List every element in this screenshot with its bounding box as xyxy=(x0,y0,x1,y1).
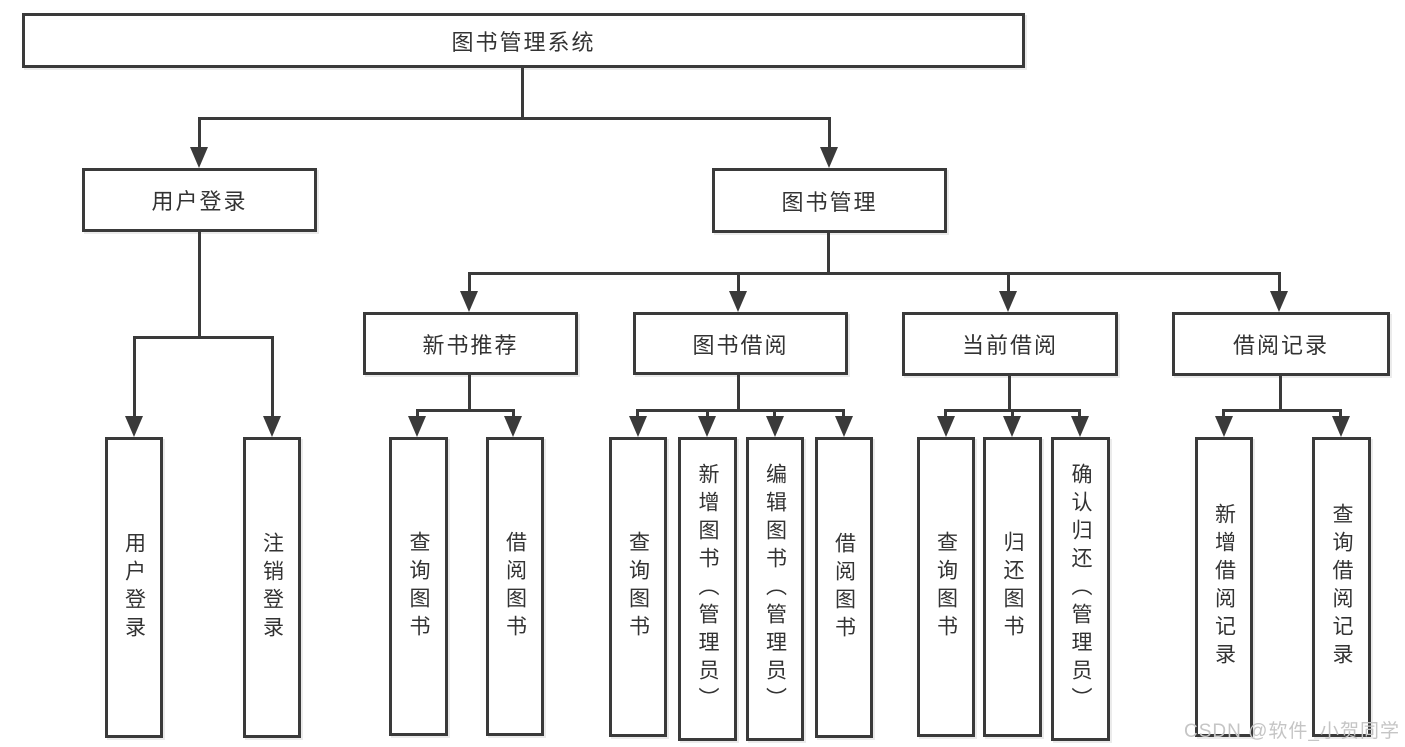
connector-line xyxy=(827,233,830,272)
connector-line xyxy=(416,409,419,418)
connector-line xyxy=(1222,409,1225,418)
connector-line xyxy=(737,272,740,293)
leaf-label: 查询图书 xyxy=(407,530,430,643)
leaf-borrowing-query-books: 查询图书 xyxy=(609,437,667,737)
leaf-logout: 注销登录 xyxy=(243,437,301,738)
leaf-borrowing-edit-books-admin: 编辑图书（管理员） xyxy=(746,437,804,741)
leaf-user-login: 用户登录 xyxy=(105,437,163,738)
arrow-down-icon xyxy=(698,416,716,437)
leaf-label: 用户登录 xyxy=(122,531,146,644)
leaf-label: 归还图书 xyxy=(1001,531,1024,643)
connector-line xyxy=(1078,409,1081,418)
connector-line xyxy=(1279,376,1282,409)
connector-line xyxy=(636,409,639,418)
connector-line xyxy=(133,336,136,418)
leaf-label: 注销登录 xyxy=(260,531,284,644)
arrow-down-icon xyxy=(835,416,853,437)
arrow-down-icon xyxy=(629,416,647,437)
leaf-label: 确认归还（管理员） xyxy=(1069,463,1092,715)
connector-line xyxy=(1007,272,1010,293)
arrow-down-icon xyxy=(1215,416,1233,437)
node-label: 图书借阅 xyxy=(692,332,789,358)
leaf-label: 新增图书（管理员） xyxy=(696,463,719,715)
connector-line xyxy=(1222,409,1342,412)
connector-line xyxy=(416,409,515,412)
connector-line xyxy=(828,117,831,149)
connector-line xyxy=(521,68,524,117)
connector-line xyxy=(198,117,831,120)
connector-line xyxy=(1008,376,1011,409)
node-label: 用户登录 xyxy=(151,189,248,214)
connector-line xyxy=(1339,409,1342,418)
connector-line xyxy=(636,409,845,412)
node-borrow-records: 借阅记录 xyxy=(1172,312,1390,376)
arrow-down-icon xyxy=(460,291,478,312)
arrow-down-icon xyxy=(766,416,784,437)
leaf-label: 查询借阅记录 xyxy=(1330,503,1353,671)
arrow-down-icon xyxy=(820,147,838,168)
arrow-down-icon xyxy=(263,416,281,437)
node-label: 图书管理 xyxy=(781,189,878,215)
arrow-down-icon xyxy=(729,291,747,312)
leaf-current-confirm-return-admin: 确认归还（管理员） xyxy=(1051,437,1110,741)
connector-line xyxy=(1011,409,1014,418)
arrow-down-icon xyxy=(1071,416,1089,437)
arrow-down-icon xyxy=(1332,416,1350,437)
arrow-down-icon xyxy=(1270,291,1288,312)
connector-line xyxy=(706,409,709,418)
leaf-records-add-record: 新增借阅记录 xyxy=(1195,437,1253,737)
node-book-borrowing: 图书借阅 xyxy=(633,312,848,375)
leaf-label: 借阅图书 xyxy=(503,530,527,643)
arrow-down-icon xyxy=(125,416,143,437)
connector-line xyxy=(944,409,947,418)
arrow-down-icon xyxy=(1003,416,1021,437)
node-book-management: 图书管理 xyxy=(712,168,947,233)
arrow-down-icon xyxy=(408,416,426,437)
node-user-login: 用户登录 xyxy=(82,168,317,232)
node-library-management-system: 图书管理系统 xyxy=(22,13,1025,68)
leaf-current-return-books: 归还图书 xyxy=(983,437,1042,737)
node-label: 当前借阅 xyxy=(961,333,1058,358)
leaf-label: 查询图书 xyxy=(934,531,958,643)
leaf-label: 借阅图书 xyxy=(832,531,856,644)
leaf-label: 查询图书 xyxy=(626,531,650,643)
leaf-records-query-record: 查询借阅记录 xyxy=(1312,437,1371,737)
leaf-label: 编辑图书（管理员） xyxy=(763,463,787,715)
connector-line xyxy=(773,409,776,418)
node-label: 图书管理系统 xyxy=(451,29,596,55)
node-label: 新书推荐 xyxy=(422,332,519,358)
node-label: 借阅记录 xyxy=(1232,333,1329,358)
connector-line xyxy=(198,117,201,149)
leaf-recommend-query-books: 查询图书 xyxy=(389,437,448,736)
connector-line xyxy=(1278,272,1281,293)
connector-line xyxy=(512,409,515,418)
connector-line xyxy=(198,232,201,336)
leaf-recommend-borrow-books: 借阅图书 xyxy=(486,437,544,736)
csdn-watermark: CSDN @软件_小贺同学 xyxy=(1184,721,1400,742)
connector-line xyxy=(468,272,471,293)
arrow-down-icon xyxy=(999,291,1017,312)
connector-line xyxy=(842,409,845,418)
connector-line xyxy=(133,336,274,339)
arrow-down-icon xyxy=(937,416,955,437)
connector-line xyxy=(468,272,1281,275)
connector-line xyxy=(468,375,471,409)
leaf-borrowing-add-books-admin: 新增图书（管理员） xyxy=(678,437,737,741)
leaf-borrowing-borrow-books: 借阅图书 xyxy=(815,437,873,738)
arrow-down-icon xyxy=(504,416,522,437)
leaf-label: 新增借阅记录 xyxy=(1212,503,1236,671)
node-new-book-recommendation: 新书推荐 xyxy=(363,312,578,375)
arrow-down-icon xyxy=(190,147,208,168)
connector-line xyxy=(271,336,274,418)
connector-line xyxy=(737,375,740,409)
leaf-current-query-books: 查询图书 xyxy=(917,437,975,737)
node-current-borrowing: 当前借阅 xyxy=(902,312,1118,376)
